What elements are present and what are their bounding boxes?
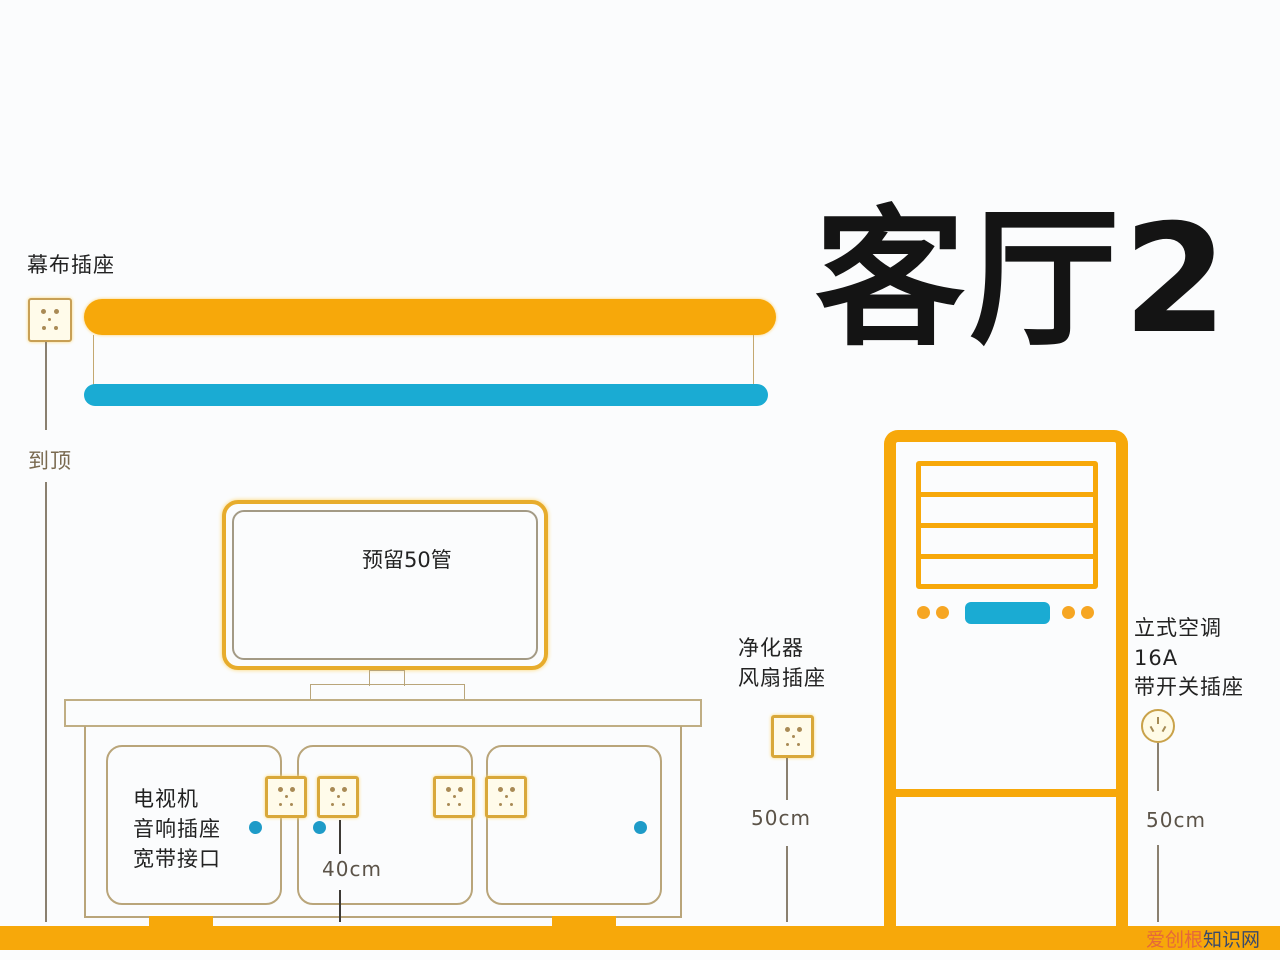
purifier-height-label: 50cm (751, 806, 811, 830)
cabinet-label-line-2: 音响插座 (133, 817, 221, 841)
purifier-height-line-bottom (786, 846, 788, 922)
ac-vent-grille (916, 461, 1098, 589)
cabinet-top (64, 699, 702, 727)
cabinet-leg-left (149, 916, 213, 928)
tv-screen (232, 510, 538, 660)
cabinet-label-line-1: 电视机 (133, 787, 199, 811)
ac-vent-slat (921, 492, 1093, 497)
ac-indicator-dot (936, 606, 949, 619)
cabinet-door-3 (486, 745, 662, 905)
curtain-orange-rail (84, 299, 776, 335)
tv-neck (369, 670, 405, 686)
ac-vent-slat (921, 523, 1093, 528)
cabinet-socket-1-icon (265, 776, 307, 818)
cabinet-height-line-bottom (339, 890, 341, 922)
cabinet-body (84, 726, 682, 918)
network-port-1-icon (249, 821, 262, 834)
cabinet-height-label: 40cm (322, 857, 382, 881)
purifier-height-line-top (786, 758, 788, 800)
screen-socket-label: 幕布插座 (27, 253, 115, 277)
tv-stand (310, 684, 465, 700)
curtain-frame-left (93, 335, 94, 387)
left-height-line (45, 482, 47, 922)
network-port-2-icon (313, 821, 326, 834)
watermark-part-1: 爱创根 (1146, 929, 1204, 951)
screen-socket-icon (28, 298, 72, 342)
curtain-frame-right (753, 335, 754, 387)
network-port-3-icon (634, 821, 647, 834)
ac-panel-divider (896, 789, 1116, 797)
cabinet-label-line-3: 宽带接口 (133, 847, 221, 871)
ac-socket-height-line-bottom (1157, 845, 1159, 922)
ac-round-socket-icon (1141, 709, 1175, 743)
cabinet-leg-right (552, 916, 616, 928)
ac-socket-height-label: 50cm (1146, 808, 1206, 832)
ac-socket-label-line-3: 带开关插座 (1134, 675, 1244, 699)
cabinet-height-line-top (339, 820, 341, 854)
to-ceiling-label: 到顶 (28, 449, 72, 473)
purifier-socket-icon (771, 715, 814, 758)
purifier-label-line-1: 净化器 (738, 636, 804, 660)
ac-socket-label-line-2: 16A (1134, 646, 1179, 670)
ac-display-panel (965, 602, 1050, 624)
cabinet-door-1 (106, 745, 282, 905)
tv-conduit-label: 预留50管 (362, 548, 452, 572)
ac-indicator-dot (1062, 606, 1075, 619)
ac-vent-slat (921, 554, 1093, 559)
watermark-part-2: 知识网 (1203, 929, 1261, 951)
cabinet-socket-4-icon (485, 776, 527, 818)
page-title: 客厅2 (815, 193, 1232, 367)
floor-ac-icon (884, 430, 1128, 930)
ac-indicator-dot (1081, 606, 1094, 619)
ac-indicator-dot (917, 606, 930, 619)
cabinet-socket-2-icon (317, 776, 359, 818)
watermark: 爱创根知识网 (1146, 928, 1260, 952)
floor-line (0, 926, 1280, 950)
cabinet-door-2 (297, 745, 473, 905)
ac-socket-label-line-1: 立式空调 (1134, 616, 1222, 640)
purifier-label-line-2: 风扇插座 (738, 666, 826, 690)
ac-socket-height-line-top (1157, 743, 1159, 791)
curtain-teal-rail (84, 384, 768, 406)
cabinet-socket-3-icon (433, 776, 475, 818)
tv-frame (222, 500, 548, 670)
screen-socket-line (45, 342, 47, 430)
